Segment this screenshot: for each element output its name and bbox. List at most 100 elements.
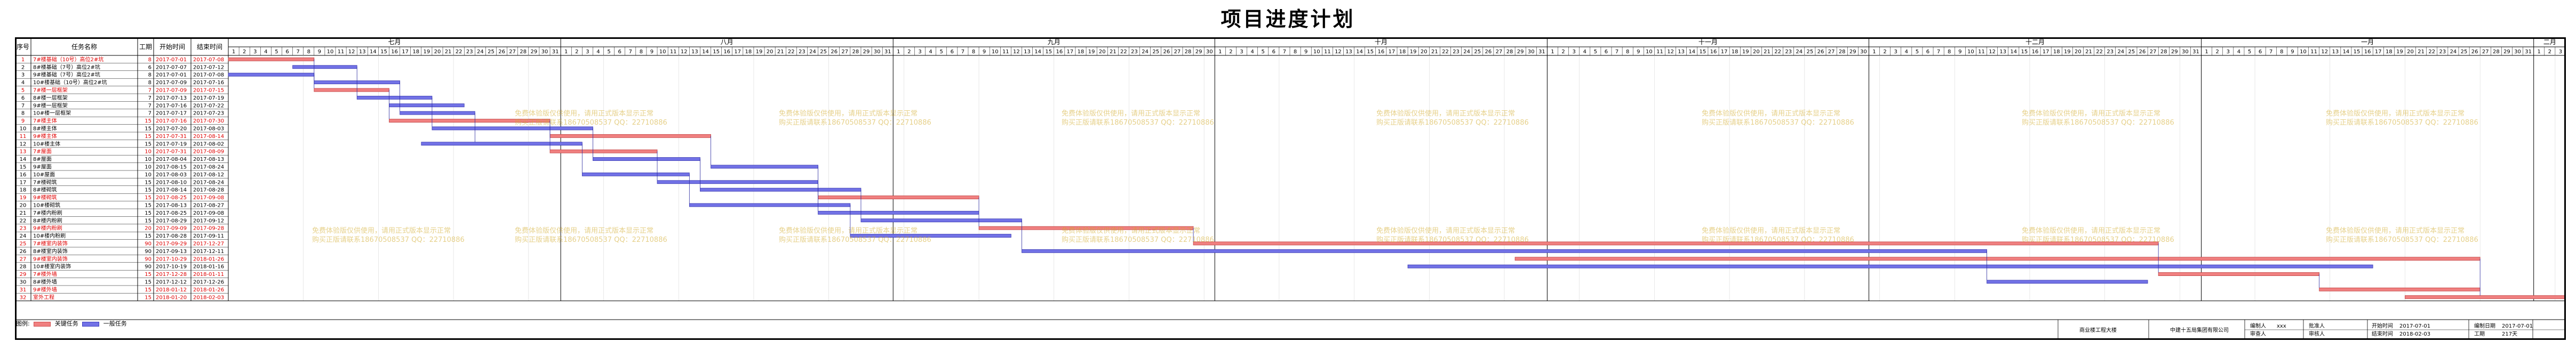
day-label: 26 [831, 49, 838, 55]
task-start: 2017-07-17 [156, 111, 187, 117]
day-label: 13 [1999, 49, 2006, 55]
day-label: 12 [681, 49, 688, 55]
task-end: 2017-07-15 [193, 88, 224, 94]
day-label: 11 [1978, 49, 1985, 55]
day-label: 12 [1013, 49, 1020, 55]
day-label: 28 [2160, 49, 2167, 55]
day-label: 29 [2503, 49, 2510, 55]
day-label: 8 [972, 49, 975, 55]
day-label: 19 [2064, 49, 2071, 55]
task-name: 7#楼外墙 [33, 271, 57, 278]
task-start: 2017-07-31 [156, 149, 187, 155]
day-label: 24 [477, 49, 484, 55]
day-label: 11 [1002, 49, 1009, 55]
task-duration: 15 [145, 180, 151, 185]
task-end: 2017-07-12 [193, 64, 224, 70]
day-label: 25 [820, 49, 827, 55]
day-label: 16 [1056, 49, 1063, 55]
task-bar [1407, 264, 2373, 268]
day-label: 13 [2332, 49, 2339, 55]
task-name: 8#楼一层框架 [33, 94, 68, 101]
day-label: 1 [897, 49, 900, 55]
task-duration: 15 [145, 280, 151, 286]
day-label: 22 [456, 49, 462, 55]
day-label: 18 [412, 49, 419, 55]
day-label: 27 [1496, 49, 1503, 55]
task-start: 2018-01-12 [156, 287, 187, 293]
day-label: 5 [1916, 49, 1919, 55]
task-start: 2017-07-13 [156, 95, 187, 101]
task-end: 2017-07-23 [193, 111, 224, 117]
day-label: 31 [552, 49, 559, 55]
task-start: 2017-12-28 [156, 272, 187, 278]
legend-normal-swatch [82, 321, 100, 327]
task-end: 2018-02-03 [193, 295, 224, 300]
page-title: 项目进度计划 [1221, 7, 1355, 31]
day-label: 20 [1099, 49, 1106, 55]
day-label: 2 [1561, 49, 1565, 55]
day-label: 16 [1710, 49, 1717, 55]
day-label: 5 [275, 49, 278, 55]
day-label: 7 [296, 49, 299, 55]
task-start: 2017-07-20 [156, 126, 187, 132]
month-label: 十二月 [2025, 38, 2045, 46]
day-label: 16 [723, 49, 730, 55]
day-label: 25 [488, 49, 495, 55]
day-label: 26 [2139, 49, 2146, 55]
task-name: 9#楼砌筑 [33, 194, 57, 201]
day-label: 20 [1421, 49, 1427, 55]
column-header-end: 结束时间 [197, 43, 222, 51]
day-label: 2 [907, 49, 911, 55]
task-name: 7#楼砌筑 [33, 178, 57, 185]
task-name: 7#屋面 [33, 149, 52, 155]
task-seq: 21 [20, 210, 27, 216]
task-duration: 15 [145, 188, 151, 193]
task-seq: 22 [20, 218, 27, 224]
day-label: 20 [2407, 49, 2414, 55]
day-label: 12 [1989, 49, 1996, 55]
column-header-name: 任务名称 [71, 43, 97, 51]
footer-end-label: 结束时间 [2372, 331, 2393, 337]
day-label: 25 [1807, 49, 1814, 55]
day-label: 20 [767, 49, 773, 55]
task-name: 8#屋面 [33, 156, 52, 162]
task-end: 2017-07-16 [193, 80, 224, 86]
task-seq: 13 [20, 149, 27, 155]
day-label: 2 [1883, 49, 1886, 55]
day-label: 22 [1442, 49, 1449, 55]
day-label: 23 [2107, 49, 2114, 55]
day-label: 25 [2461, 49, 2468, 55]
task-name: 9#楼室内装饰 [33, 255, 68, 262]
task-name: 9#楼一层框架 [33, 102, 68, 109]
day-label: 28 [1839, 49, 1846, 55]
footer-duration: 217天 [2502, 331, 2518, 337]
task-seq: 10 [20, 126, 27, 132]
day-label: 1 [1872, 49, 1876, 55]
day-label: 17 [1389, 49, 1395, 55]
day-label: 8 [640, 49, 643, 55]
day-label: 24 [1796, 49, 1803, 55]
day-label: 10 [992, 49, 999, 55]
day-label: 13 [1024, 49, 1031, 55]
task-name: 10#屋面 [33, 172, 55, 178]
task-bar [1987, 280, 2148, 284]
day-label: 31 [2192, 49, 2199, 55]
day-label: 21 [1110, 49, 1116, 55]
day-label: 29 [531, 49, 538, 55]
task-end: 2017-08-03 [193, 126, 224, 132]
day-label: 13 [1345, 49, 1352, 55]
task-end: 2017-12-27 [193, 241, 224, 247]
day-label: 5 [607, 49, 610, 55]
task-duration: 15 [145, 203, 151, 209]
day-label: 30 [2514, 49, 2521, 55]
day-label: 4 [264, 49, 267, 55]
task-seq: 5 [21, 88, 25, 94]
day-label: 1 [1218, 49, 1222, 55]
task-start: 2017-09-09 [156, 226, 187, 232]
day-label: 21 [1764, 49, 1770, 55]
task-end: 2017-08-02 [193, 141, 224, 147]
task-start: 2017-07-16 [156, 118, 187, 124]
task-end: 2017-08-12 [193, 172, 224, 178]
day-label: 14 [2343, 49, 2350, 55]
